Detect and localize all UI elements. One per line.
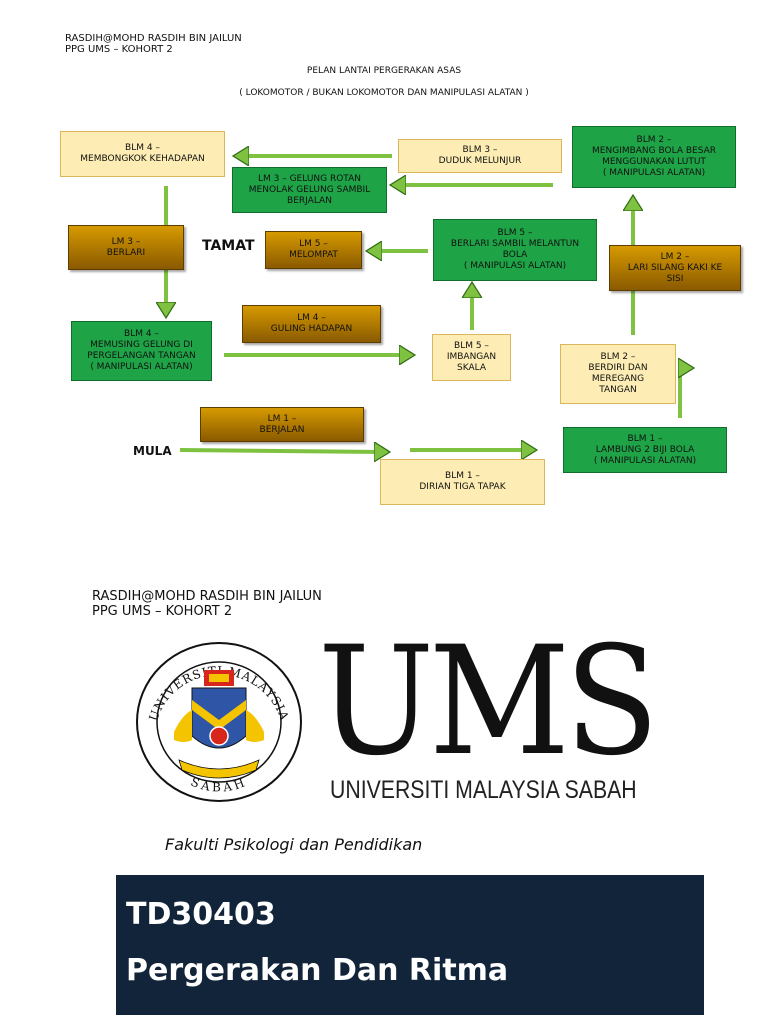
page2-program-name: PPG UMS – KOHORT 2 <box>92 604 233 619</box>
node-lm3-gelung-rotan: LM 3 – GELUNG ROTAN MENOLAK GELUNG SAMBI… <box>232 167 387 213</box>
node-label: BLM 1 – LAMBUNG 2 BIJI BOLA ( MANIPULASI… <box>593 433 697 466</box>
node-label: LM 1 – BERJALAN <box>259 413 305 435</box>
node-blm1-dirian: BLM 1 – DIRIAN TIGA TAPAK <box>380 459 545 505</box>
page2-author-name: RASDIH@MOHD RASDIH BIN JAILUN <box>92 589 322 604</box>
node-label: LM 3 – GELUNG ROTAN MENOLAK GELUNG SAMBI… <box>248 173 371 206</box>
node-blm2-berdiri: BLM 2 – BERDIRI DAN MEREGANG TANGAN <box>560 344 676 404</box>
node-label: BLM 3 – DUDUK MELUNJUR <box>438 145 522 166</box>
arrow-up-to-berdiri <box>678 368 692 418</box>
node-lm5-melompat: LM 5 – MELOMPAT <box>265 231 362 269</box>
node-blm1-lambung: BLM 1 – LAMBUNG 2 BIJI BOLA ( MANIPULASI… <box>563 427 727 473</box>
plan-subtitle: ( LOKOMOTOR / BUKAN LOKOMOTOR DAN MANIPU… <box>239 88 529 98</box>
node-label: LM 4 – GULING HADAPAN <box>270 313 353 334</box>
node-label: BLM 2 – BERDIRI DAN MEREGANG TANGAN <box>588 352 648 395</box>
author-name: RASDIH@MOHD RASDIH BIN JAILUN <box>65 33 242 44</box>
node-blm2-mengimbang: BLM 2 – MENGIMBANG BOLA BESAR MENGGUNAKA… <box>572 126 736 188</box>
node-lm1-berjalan: LM 1 – BERJALAN <box>200 407 364 442</box>
university-seal-icon: UNIVERSITI MALAYSIA SABAH <box>136 642 302 802</box>
node-blm5-imbangan: BLM 5 – IMBANGAN SKALA <box>432 334 511 381</box>
plan-title: PELAN LANTAI PERGERAKAN ASAS <box>306 66 462 76</box>
course-name: Pergerakan Dan Ritma <box>126 953 509 988</box>
course-code: TD30403 <box>126 897 276 932</box>
node-blm4-memusing-gelung: BLM 4 – MEMUSING GELUNG DI PERGELANGAN T… <box>71 321 212 381</box>
label-start: MULA <box>133 444 172 458</box>
ums-logo-text: UMS <box>318 615 659 789</box>
node-lm4-guling: LM 4 – GULING HADAPAN <box>242 305 381 343</box>
node-label: BLM 5 – IMBANGAN SKALA <box>446 341 497 373</box>
node-blm3-duduk: BLM 3 – DUDUK MELUNJUR <box>398 139 562 173</box>
node-label: LM 3 – BERLARI <box>106 236 146 258</box>
node-label: BLM 2 – MENGIMBANG BOLA BESAR MENGGUNAKA… <box>592 135 716 178</box>
svg-text:SABAH: SABAH <box>189 775 249 795</box>
label-end: TAMAT <box>202 238 255 254</box>
node-label: BLM 5 – BERLARI SAMBIL MELANTUN BOLA ( M… <box>450 228 580 271</box>
node-lm3-berlari: LM 3 – BERLARI <box>68 225 184 270</box>
course-banner: TD30403 Pergerakan Dan Ritma <box>116 875 704 1015</box>
node-blm4-membongkok: BLM 4 – MEMBONGKOK KEHADAPAN <box>60 131 225 177</box>
program-name: PPG UMS – KOHORT 2 <box>65 44 173 55</box>
node-blm5-berlari-bola: BLM 5 – BERLARI SAMBIL MELANTUN BOLA ( M… <box>433 219 597 281</box>
arrow-mula-to-blm1 <box>179 450 388 452</box>
node-label: BLM 1 – DIRIAN TIGA TAPAK <box>419 471 506 492</box>
seal-bottom-text: SABAH <box>189 775 246 795</box>
faculty-name: Fakulti Psikologi dan Pendidikan <box>165 835 423 854</box>
university-name: UNIVERSITI MALAYSIA SABAH <box>330 776 637 804</box>
node-lm2-lari-silang: LM 2 – LARI SILANG KAKI KE SISI <box>609 245 741 291</box>
flow-arrows <box>0 0 768 540</box>
node-label: LM 2 – LARI SILANG KAKI KE SISI <box>627 251 723 284</box>
node-label: BLM 4 – MEMUSING GELUNG DI PERGELANGAN T… <box>87 329 196 372</box>
node-label: BLM 4 – MEMBONGKOK KEHADAPAN <box>80 143 205 164</box>
node-label: LM 5 – MELOMPAT <box>289 239 338 260</box>
